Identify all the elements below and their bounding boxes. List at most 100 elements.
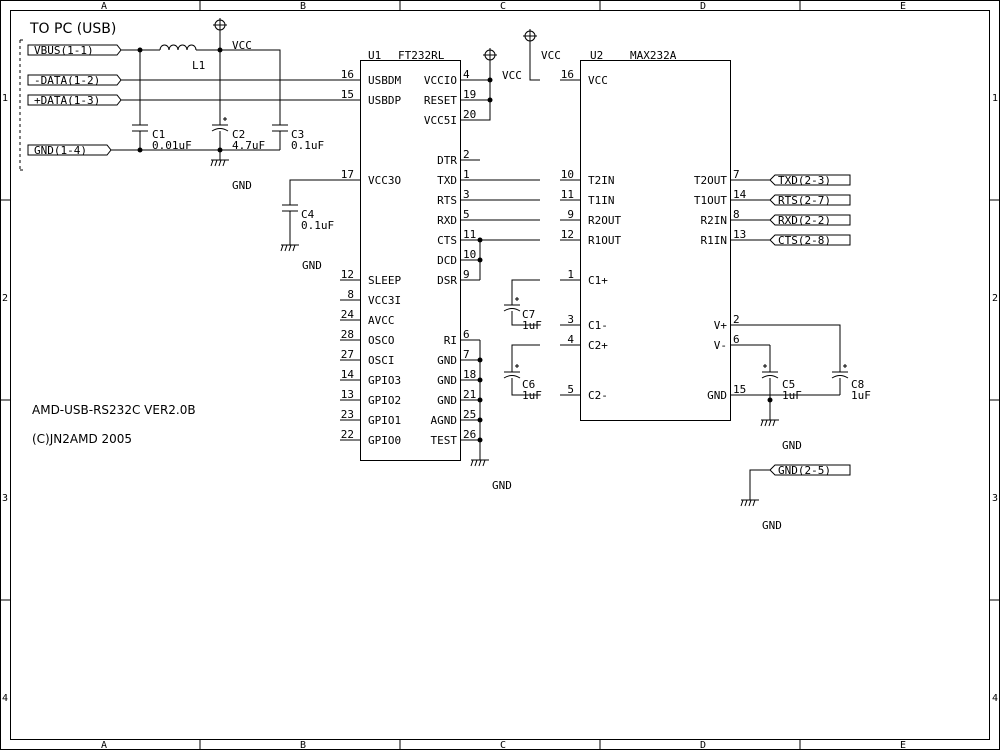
usb-header: TO PC (USB) xyxy=(29,21,116,37)
u1-pin-number: 23 xyxy=(341,408,354,421)
u1-pin-name: USBDP xyxy=(368,94,401,107)
zone-col-e-top: E xyxy=(900,1,906,12)
gnd-symbol xyxy=(470,459,489,467)
gnd-label-1: GND xyxy=(232,179,252,192)
u1-pin-number: 3 xyxy=(463,188,470,201)
u1-pin-name: RI xyxy=(444,334,457,347)
u1-pin-number: 24 xyxy=(341,308,355,321)
junction xyxy=(217,147,223,153)
u1-pin-number: 27 xyxy=(341,348,354,361)
u1-pin-number: 28 xyxy=(341,328,354,341)
vcc-label-2: VCC xyxy=(502,69,522,82)
junction xyxy=(217,47,223,53)
port-cts-label: CTS(2-8) xyxy=(778,234,831,247)
junction xyxy=(137,147,143,153)
u2-pin-name: T1OUT xyxy=(694,194,727,207)
u1-pin-name: GPIO3 xyxy=(368,374,401,387)
u2-pin-name: C1+ xyxy=(588,274,608,287)
u2-pin-name: T2OUT xyxy=(694,174,727,187)
c4-ref: C4 xyxy=(301,208,315,221)
u2-pin-name: R1IN xyxy=(701,234,728,247)
u2-pin-number: 13 xyxy=(733,228,746,241)
c6-wires xyxy=(511,344,540,396)
zone-row-3-left: 3 xyxy=(2,493,8,504)
u2-pin-name: V- xyxy=(714,339,727,352)
u1-pin-name: AGND xyxy=(431,414,458,427)
u1-pin: 6RI xyxy=(444,328,480,347)
c3-ref: C3 xyxy=(291,128,304,141)
u1-pin: 17 VCC3O xyxy=(340,168,401,187)
u1-pin-name: DSR xyxy=(437,274,457,287)
u2-pin-number: 3 xyxy=(567,313,574,326)
port-txd-label: TXD(2-3) xyxy=(778,174,831,187)
junction xyxy=(487,77,493,83)
u1-pin-number: 16 xyxy=(341,68,354,81)
c1-value: 0.01uF xyxy=(152,139,192,152)
zone-col-b-bottom: B xyxy=(300,740,306,750)
u1-pin-number: 12 xyxy=(341,268,354,281)
u1-pin-name: GPIO1 xyxy=(368,414,401,427)
u1-pin-number: 20 xyxy=(463,108,476,121)
junction xyxy=(477,357,483,363)
u1-pin-name: VCCIO xyxy=(424,74,457,87)
c6-value: 1uF xyxy=(522,389,542,402)
u1-vcc-wires xyxy=(480,62,491,121)
u2-pin-name: T2IN xyxy=(588,174,615,187)
gnd-label-2: GND xyxy=(302,259,322,272)
port-cts: CTS(2-8) xyxy=(769,234,851,247)
port-dminus-label: -DATA(1-2) xyxy=(34,74,100,87)
vcc-label-1: VCC xyxy=(232,39,252,52)
u1-pin-number: 26 xyxy=(463,428,476,441)
gnd-label-4: GND xyxy=(782,439,802,452)
u1-pin-name: VCC5I xyxy=(424,114,457,127)
zone-row-2-left: 2 xyxy=(2,293,8,304)
u1-pin-number: 17 xyxy=(341,168,354,181)
zone-row-4-right: 4 xyxy=(992,693,998,704)
u1-pin-number: 11 xyxy=(463,228,476,241)
u2-pin-name: R2OUT xyxy=(588,214,621,227)
zone-row-4-left: 4 xyxy=(2,693,8,704)
gnd-symbol xyxy=(740,499,759,507)
u1-pin-number: 10 xyxy=(463,248,476,261)
port-gnd1: GND(1-4) xyxy=(27,144,112,157)
u1-pin: 24 AVCC xyxy=(340,308,395,327)
gnd-label-5: GND xyxy=(762,519,782,532)
copyright-text: (C)JN2AMD 2005 xyxy=(32,432,132,446)
u1-pin-name: GPIO0 xyxy=(368,434,401,447)
port-rts: RTS(2-7) xyxy=(769,194,851,207)
u2-pin-name: VCC xyxy=(588,74,608,87)
port-rts-label: RTS(2-7) xyxy=(778,194,831,207)
u1-pin-name: AVCC xyxy=(368,314,395,327)
capacitor-c3 xyxy=(272,124,288,132)
u1-pin-name: RTS xyxy=(437,194,457,207)
u2-pin-number: 5 xyxy=(567,383,574,396)
zone-col-c-bottom: C xyxy=(500,740,506,750)
l1-ref: L1 xyxy=(192,59,205,72)
u1-pin-name: VCC3O xyxy=(368,174,401,187)
u2-pin-name: C1- xyxy=(588,319,608,332)
port-dminus: -DATA(1-2) xyxy=(27,74,122,87)
u1-pin-name: DCD xyxy=(437,254,457,267)
